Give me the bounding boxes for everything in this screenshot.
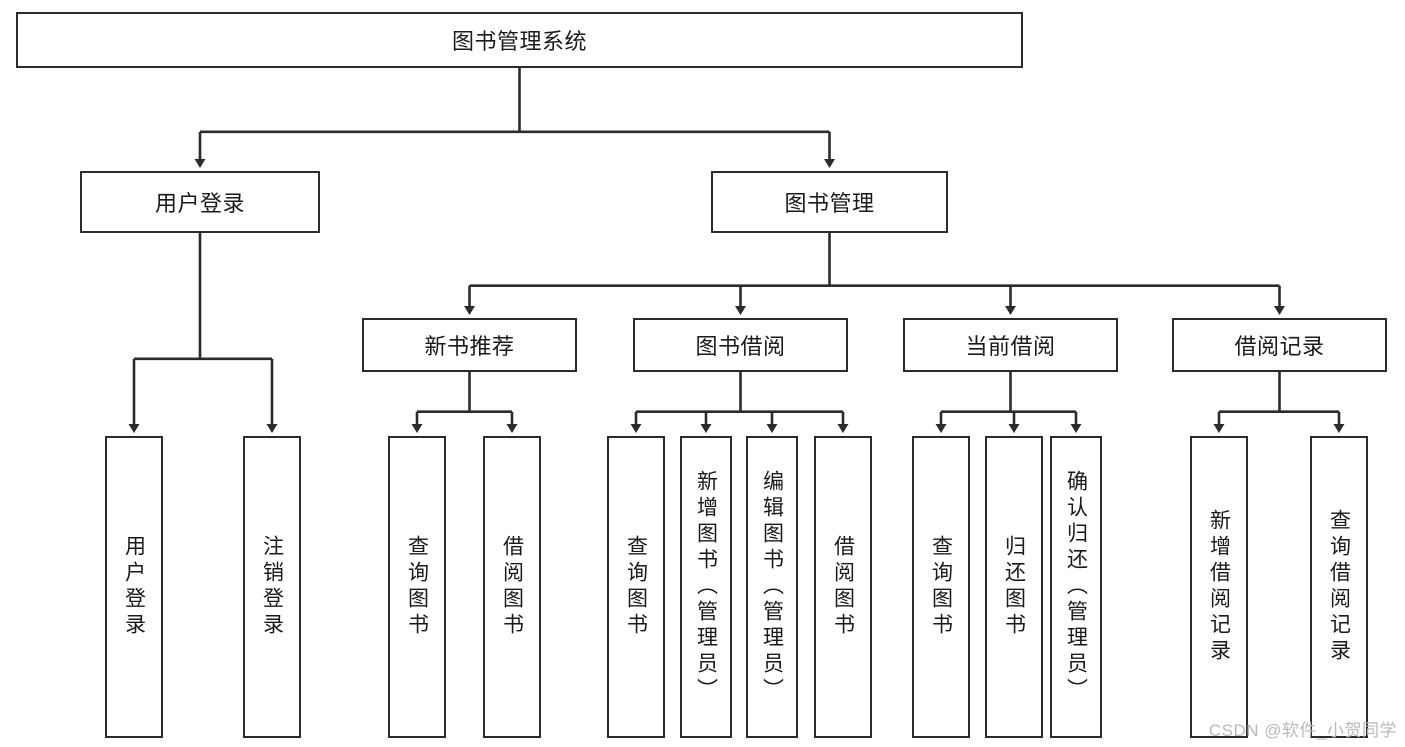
node-leaf-rec-query[interactable]: 查询图书	[388, 436, 446, 738]
node-leaf-cur-query[interactable]: 查询图书	[912, 436, 970, 738]
node-label: 用户登录	[122, 535, 146, 639]
node-label: 查询图书	[624, 535, 648, 639]
node-leaf-borrow-add[interactable]: 新增图书（管理员）	[680, 436, 732, 738]
node-label: 新增借阅记录	[1207, 509, 1231, 665]
node-label: 图书管理	[784, 191, 875, 216]
node-leaf-cur-return[interactable]: 归还图书	[985, 436, 1043, 738]
node-leaf-borrow-edit[interactable]: 编辑图书（管理员）	[746, 436, 798, 738]
node-root[interactable]: 图书管理系统	[16, 12, 1023, 68]
node-borrow-record[interactable]: 借阅记录	[1172, 318, 1387, 372]
node-label: 查询图书	[929, 535, 953, 639]
node-label: 借阅图书	[831, 535, 855, 639]
node-leaf-rec-borrow[interactable]: 借阅图书	[483, 436, 541, 738]
node-current-borrow[interactable]: 当前借阅	[903, 318, 1118, 372]
node-label: 注销登录	[260, 535, 284, 639]
node-leaf-user-login[interactable]: 用户登录	[105, 436, 163, 738]
node-label: 确认归还（管理员）	[1064, 470, 1088, 704]
node-leaf-borrow-lend[interactable]: 借阅图书	[814, 436, 872, 738]
node-leaf-rec-search[interactable]: 查询借阅记录	[1310, 436, 1368, 738]
node-label: 图书管理系统	[451, 29, 587, 54]
node-label: 当前借阅	[965, 334, 1056, 359]
node-leaf-borrow-query[interactable]: 查询图书	[607, 436, 665, 738]
node-leaf-user-logout[interactable]: 注销登录	[243, 436, 301, 738]
node-label: 编辑图书（管理员）	[760, 470, 784, 704]
node-label: 图书借阅	[695, 334, 786, 359]
node-book-manage[interactable]: 图书管理	[711, 171, 948, 233]
node-label: 借阅图书	[500, 535, 524, 639]
node-book-borrow[interactable]: 图书借阅	[633, 318, 848, 372]
node-label: 新书推荐	[424, 334, 515, 359]
node-user-login[interactable]: 用户登录	[80, 171, 320, 233]
node-label: 新增图书（管理员）	[694, 470, 718, 704]
node-label: 用户登录	[154, 191, 245, 216]
node-label: 归还图书	[1002, 535, 1026, 639]
node-new-book-rec[interactable]: 新书推荐	[362, 318, 577, 372]
node-label: 查询借阅记录	[1327, 509, 1351, 665]
node-label: 借阅记录	[1234, 334, 1325, 359]
watermark-label: CSDN @软件_小贺同学	[1208, 721, 1397, 740]
node-label: 查询图书	[405, 535, 429, 639]
node-leaf-rec-add[interactable]: 新增借阅记录	[1190, 436, 1248, 738]
node-leaf-cur-confirm[interactable]: 确认归还（管理员）	[1050, 436, 1102, 738]
